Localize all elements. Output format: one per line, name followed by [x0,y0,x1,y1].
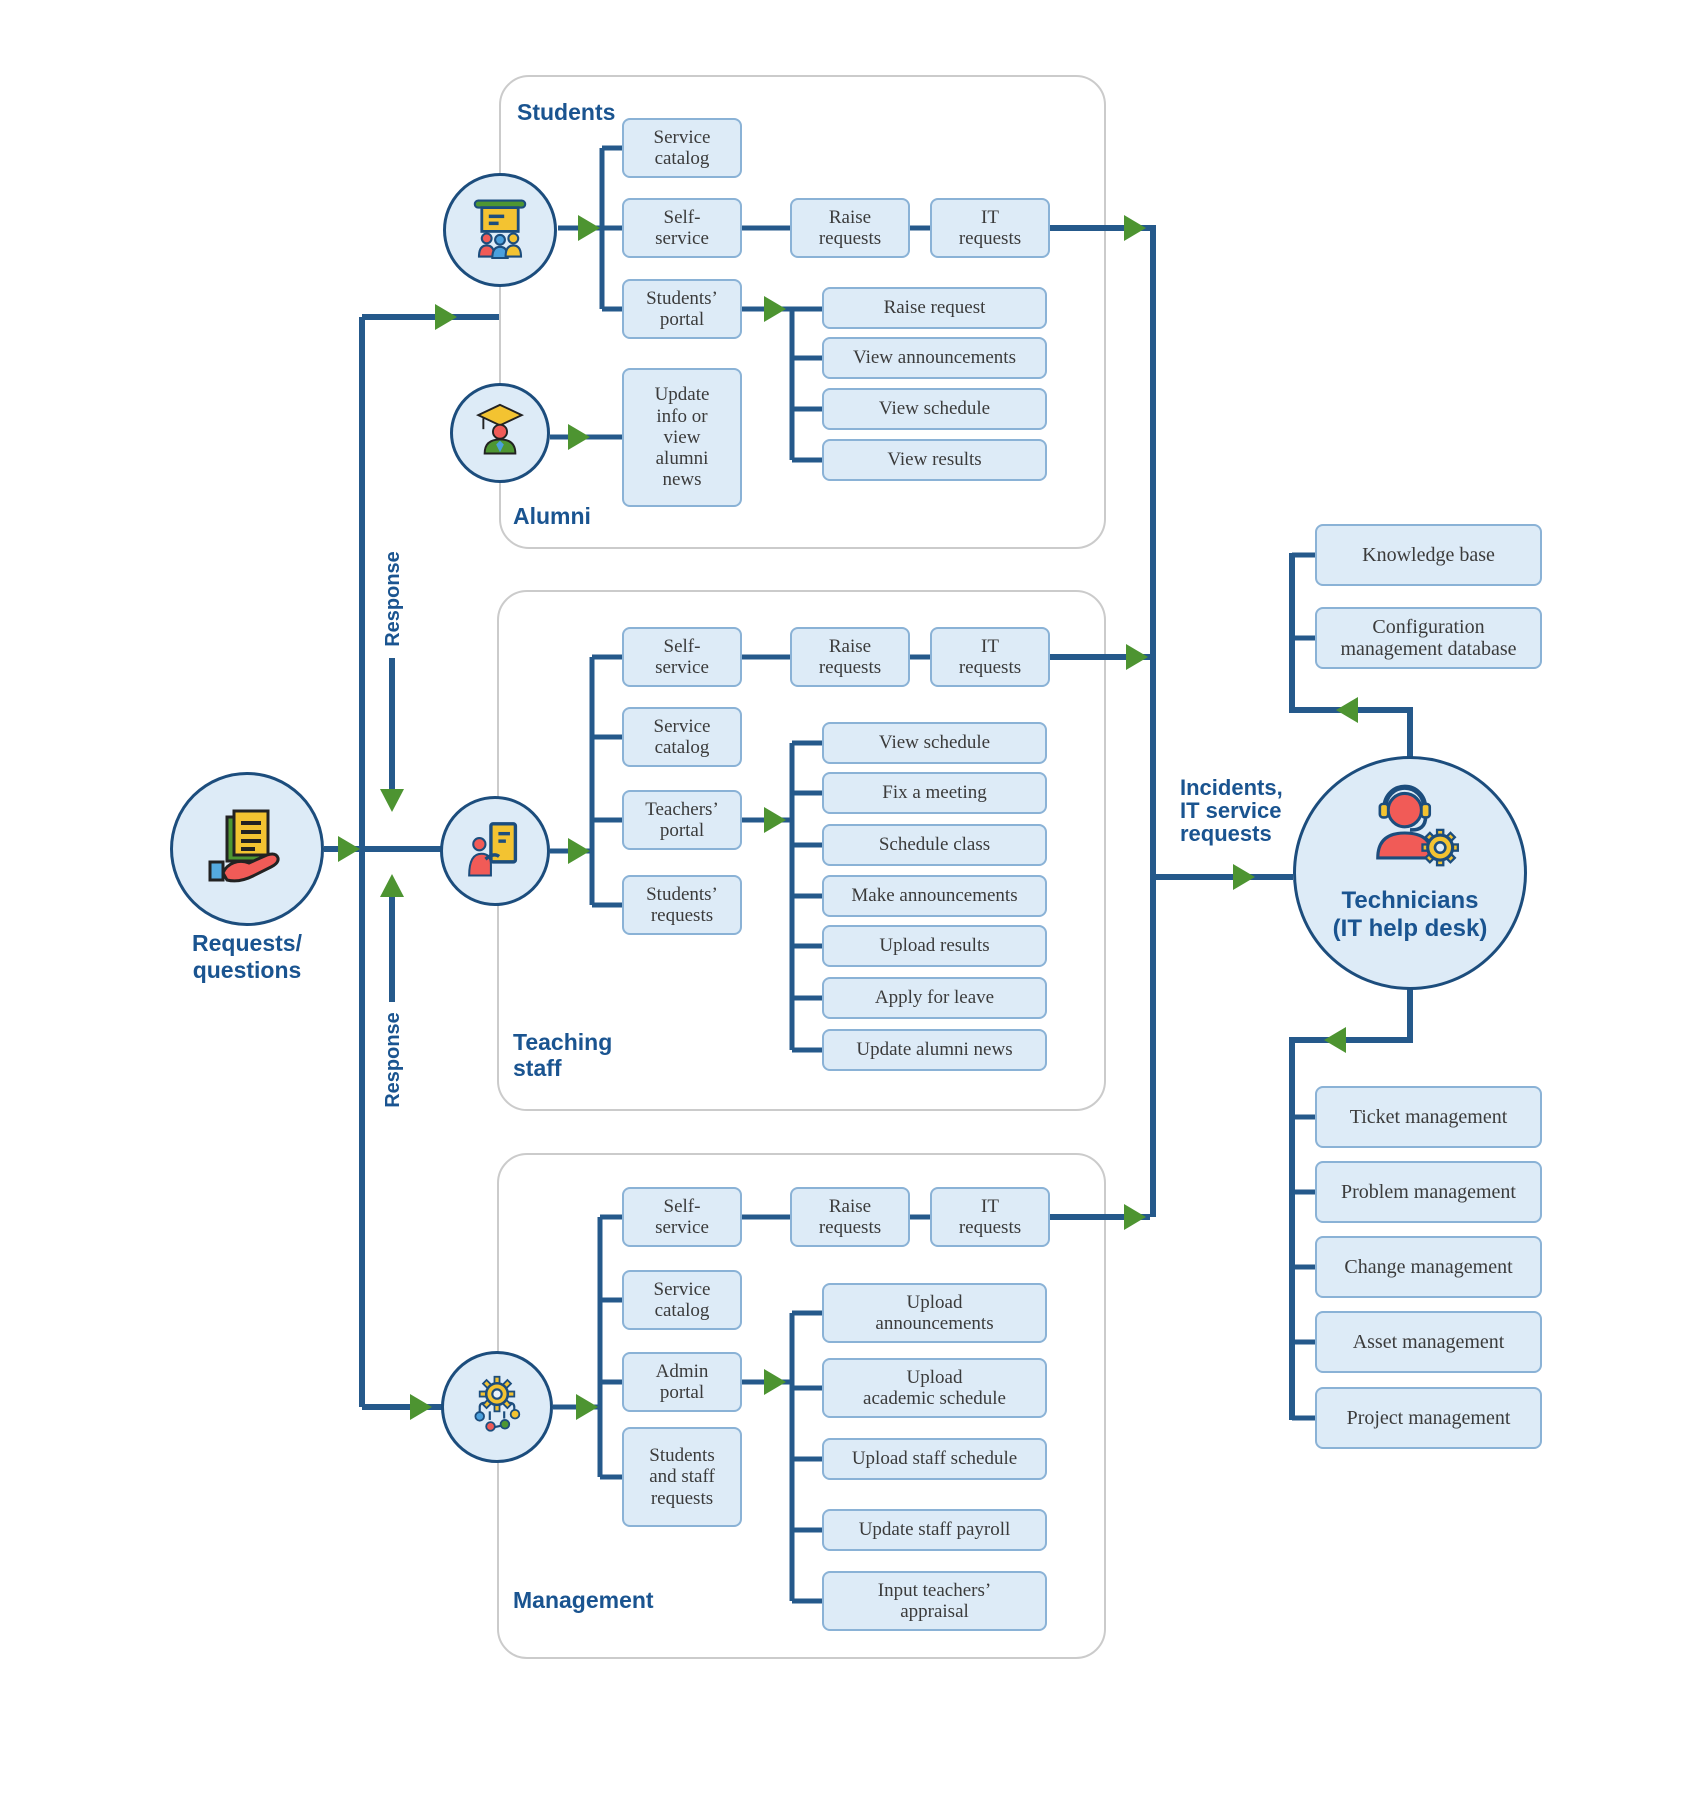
technician-headset-icon [1376,784,1459,867]
arrowhead [576,1394,598,1420]
requests-circle [170,772,324,926]
arrowhead [1336,697,1358,723]
management-portal-bracket [742,1310,822,1604]
management-bracket [553,1214,624,1480]
arrowhead [764,807,786,833]
teaching-students-requests-box: Students’ requests [622,875,742,935]
admin-portal-box: Admin portal [622,1352,742,1412]
technicians-processes-line [1289,988,1413,1420]
arrowhead [1126,644,1148,670]
management-self-service-box: Self- service [622,1187,742,1247]
process-stubs [1292,1114,1317,1421]
it-process-box: Problem management [1315,1161,1542,1223]
students-it-requests-box: IT requests [930,198,1050,258]
teaching-section-title: Teaching staff [513,1029,613,1081]
management-section-title: Management [513,1587,654,1613]
arrowhead [338,836,360,862]
arrowhead [1124,215,1146,241]
admin-portal-item: Input teachers’ appraisal [822,1571,1047,1631]
management-students-staff-requests-box: Students and staff requests [622,1427,742,1527]
students-raise-requests-box: Raise requests [790,198,910,258]
teachers-portal-item: View schedule [822,722,1047,764]
teachers-portal-item: Upload results [822,925,1047,967]
cmdb-box: Configuration management database [1315,607,1542,669]
arrowhead [435,304,457,330]
requests-label: Requests/ questions [192,930,302,983]
teaching-bracket [550,654,624,908]
arrowhead [764,1369,786,1395]
arrowhead [1324,1027,1346,1053]
admin-portal-item: Update staff payroll [822,1509,1047,1551]
admin-portal-item: Upload announcements [822,1283,1047,1343]
arrowhead [410,1394,432,1420]
students-alumni-panel [499,75,1106,549]
management-raise-requests-box: Raise requests [790,1187,910,1247]
teacher-icon [468,822,518,877]
students-portal-item: Raise request [822,287,1047,329]
it-process-box: Asset management [1315,1311,1542,1373]
students-portal-item: View results [822,439,1047,481]
alumni-section-title: Alumni [513,503,591,529]
management-gear-icon [474,1375,521,1432]
right-trunk-line [1048,225,1156,1217]
students-portal-bracket [742,306,822,463]
students-portal-item: View announcements [822,337,1047,379]
teachers-portal-item: Apply for leave [822,977,1047,1019]
arrowhead [380,874,404,897]
students-section-title: Students [517,99,616,125]
technicians-circle: Technicians (IT help desk) [1293,756,1527,990]
management-circle [441,1351,553,1463]
alumni-update-box: Update info or view alumni news [622,368,742,507]
teachers-portal-item: Schedule class [822,824,1047,866]
teaching-service-catalog-box: Service catalog [622,707,742,767]
admin-portal-item: Upload academic schedule [822,1358,1047,1418]
students-self-service-box: Self- service [622,198,742,258]
it-process-box: Change management [1315,1236,1542,1298]
response-label-bottom: Response [381,1012,404,1108]
teaching-raise-requests-box: Raise requests [790,627,910,687]
alumni-graduate-icon [475,403,525,455]
students-service-catalog-box: Service catalog [622,118,742,178]
it-process-box: Project management [1315,1387,1542,1449]
students-icon [473,199,527,260]
arrowhead [1233,864,1255,890]
students-portal-item: View schedule [822,388,1047,430]
teaching-staff-circle [440,796,550,906]
students-portal-box: Students’ portal [622,279,742,339]
students-circle [443,173,557,287]
arrowhead [568,424,590,450]
incidents-label: Incidents, IT service requests [1180,775,1283,847]
teachers-portal-item: Fix a meeting [822,772,1047,814]
management-service-catalog-box: Service catalog [622,1270,742,1330]
arrowhead [380,789,404,812]
teaching-self-service-box: Self- service [622,627,742,687]
arrowhead [1124,1204,1146,1230]
flow-arrows [338,215,1358,1420]
response-label-top: Response [381,551,404,647]
teachers-portal-item: Make announcements [822,875,1047,917]
teaching-it-requests-box: IT requests [930,627,1050,687]
arrowhead [578,215,600,241]
arrowhead [764,296,786,322]
it-process-box: Ticket management [1315,1086,1542,1148]
teaching-portal-bracket [742,740,822,1053]
admin-portal-item: Upload staff schedule [822,1438,1047,1480]
documents-hand-icon [208,809,280,883]
knowledge-base-box: Knowledge base [1315,524,1542,586]
technicians-label: Technicians (IT help desk) [1332,887,1488,943]
knowledge-stubs [1292,552,1317,641]
teachers-portal-box: Teachers’ portal [622,790,742,850]
alumni-circle [450,383,550,483]
management-it-requests-box: IT requests [930,1187,1050,1247]
teachers-portal-item: Update alumni news [822,1029,1047,1071]
arrowhead [568,838,590,864]
